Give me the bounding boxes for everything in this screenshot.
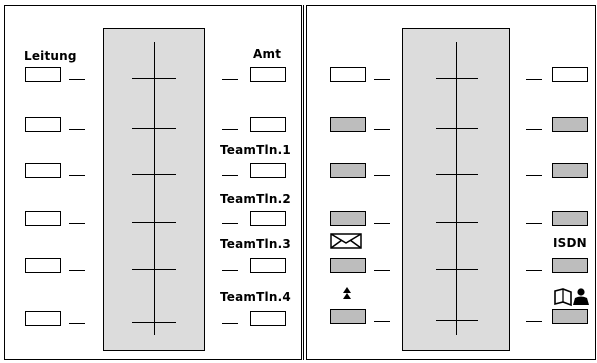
right-right-dash-2	[526, 129, 542, 130]
right-label-strip-line	[456, 42, 457, 335]
left-amt-dash-1	[222, 79, 238, 80]
left-strip-tick-4	[132, 222, 176, 223]
right-right-dash-3	[526, 175, 542, 176]
left-strip-tick-2	[132, 128, 176, 129]
right-strip-tick-4	[436, 222, 478, 223]
right-right-dash-1	[526, 79, 542, 80]
left-amt-dash-6	[222, 323, 238, 324]
right-right-key-1[interactable]	[552, 67, 588, 82]
right-left-key-1[interactable]	[330, 67, 366, 82]
right-right-dash-4	[526, 223, 542, 224]
right-right-key-6[interactable]	[552, 309, 588, 324]
left-strip-tick-5	[132, 269, 176, 270]
left-line-key-3[interactable]	[25, 163, 61, 178]
left-line-key-2[interactable]	[25, 117, 61, 132]
left-amt-dash-4	[222, 223, 238, 224]
left-amt-key-3[interactable]	[250, 163, 286, 178]
right-left-dash-6	[374, 321, 390, 322]
label-leitung: Leitung	[24, 49, 77, 63]
left-line-dash-1	[69, 79, 85, 80]
left-amt-dash-2	[222, 129, 238, 130]
label-amt: Amt	[253, 47, 282, 61]
priority-arrows-icon	[339, 285, 355, 305]
left-amt-key-2[interactable]	[250, 117, 286, 132]
left-line-key-5[interactable]	[25, 258, 61, 273]
right-left-dash-1	[374, 79, 390, 80]
left-amt-dash-3	[222, 175, 238, 176]
left-line-key-4[interactable]	[25, 211, 61, 226]
left-line-dash-6	[69, 323, 85, 324]
right-left-dash-4	[374, 223, 390, 224]
left-line-key-6[interactable]	[25, 311, 61, 326]
label-team-tln-3: TeamTln.3	[220, 237, 291, 251]
right-right-key-2[interactable]	[552, 117, 588, 132]
left-line-dash-2	[69, 129, 85, 130]
right-left-key-2[interactable]	[330, 117, 366, 132]
label-isdn: ISDN	[553, 236, 587, 250]
left-strip-tick-1	[132, 78, 176, 79]
left-strip-tick-6	[132, 322, 176, 323]
phonebook-icon	[553, 287, 589, 311]
right-left-dash-3	[374, 175, 390, 176]
left-line-dash-5	[69, 270, 85, 271]
right-left-key-3[interactable]	[330, 163, 366, 178]
right-right-key-4[interactable]	[552, 211, 588, 226]
right-strip-tick-3	[436, 174, 478, 175]
right-strip-tick-2	[436, 128, 478, 129]
right-strip-tick-6	[436, 320, 478, 321]
left-amt-key-4[interactable]	[250, 211, 286, 226]
left-strip-tick-3	[132, 174, 176, 175]
right-right-key-5[interactable]	[552, 258, 588, 273]
left-amt-key-5[interactable]	[250, 258, 286, 273]
right-strip-tick-1	[436, 78, 478, 79]
right-right-dash-5	[526, 270, 542, 271]
label-team-tln-2: TeamTln.2	[220, 192, 291, 206]
right-left-dash-5	[374, 270, 390, 271]
panel-divider	[303, 5, 304, 360]
label-team-tln-4: TeamTln.4	[220, 290, 291, 304]
right-right-key-3[interactable]	[552, 163, 588, 178]
right-left-key-6[interactable]	[330, 309, 366, 324]
left-amt-key-6[interactable]	[250, 311, 286, 326]
left-amt-key-1[interactable]	[250, 67, 286, 82]
left-label-strip-line	[154, 42, 155, 335]
right-strip-tick-5	[436, 269, 478, 270]
right-left-key-4[interactable]	[330, 211, 366, 226]
left-line-dash-4	[69, 223, 85, 224]
left-amt-dash-5	[222, 270, 238, 271]
mail-envelope-icon	[330, 233, 362, 253]
label-team-tln-1: TeamTln.1	[220, 143, 291, 157]
left-line-dash-3	[69, 175, 85, 176]
right-right-dash-6	[526, 321, 542, 322]
left-line-key-1[interactable]	[25, 67, 61, 82]
right-left-key-5[interactable]	[330, 258, 366, 273]
right-left-dash-2	[374, 129, 390, 130]
